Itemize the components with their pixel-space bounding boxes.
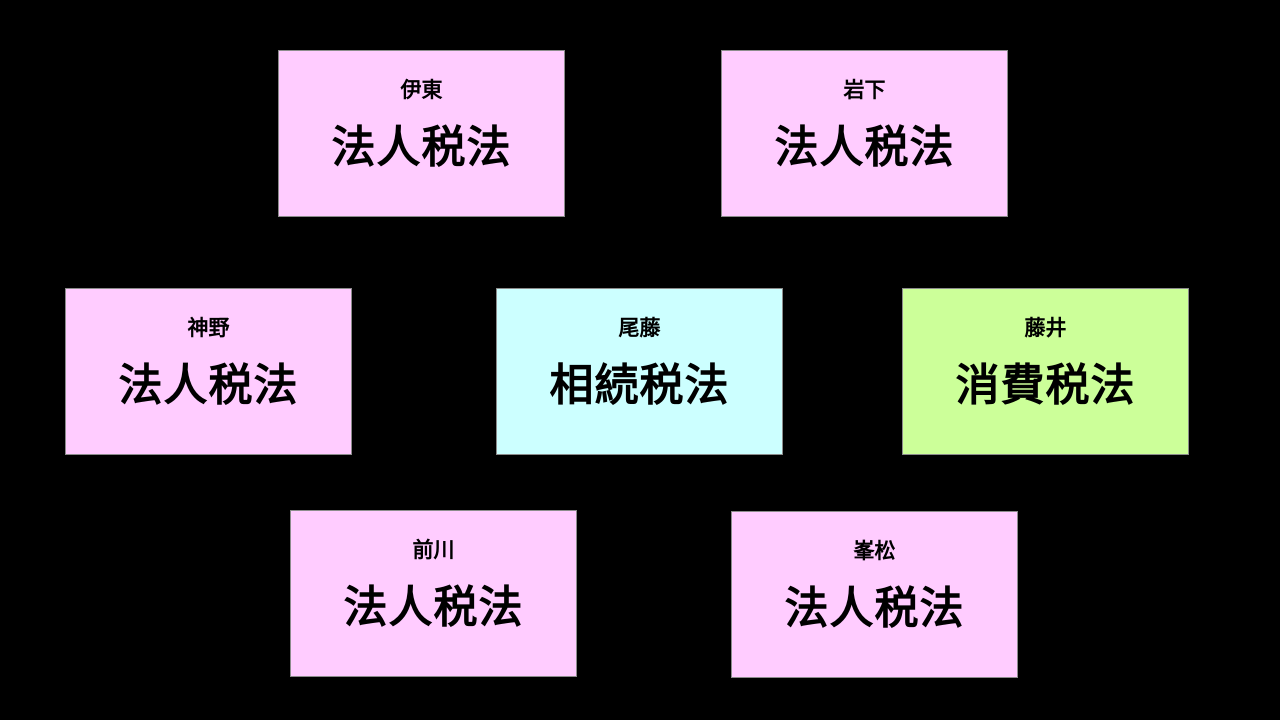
card-name: 峯松 <box>853 539 896 563</box>
card-subject: 法人税法 <box>774 122 955 173</box>
card-subject: 法人税法 <box>118 360 299 411</box>
card-name: 岩下 <box>843 78 886 102</box>
card-name: 尾藤 <box>618 316 661 340</box>
card-subject: 消費税法 <box>955 360 1136 411</box>
card-subject: 法人税法 <box>784 583 965 634</box>
card-jinno: 神野 法人税法 <box>65 288 352 455</box>
card-name: 前川 <box>412 538 455 562</box>
card-subject: 相続税法 <box>549 360 730 411</box>
card-name: 藤井 <box>1024 316 1067 340</box>
card-bito: 尾藤 相続税法 <box>496 288 783 455</box>
card-name: 伊東 <box>400 78 443 102</box>
card-fujii: 藤井 消費税法 <box>902 288 1189 455</box>
card-subject: 法人税法 <box>331 122 512 173</box>
card-name: 神野 <box>187 316 230 340</box>
card-minematsu: 峯松 法人税法 <box>731 511 1018 678</box>
card-subject: 法人税法 <box>343 582 524 633</box>
card-ito: 伊東 法人税法 <box>278 50 565 217</box>
card-maekawa: 前川 法人税法 <box>290 510 577 677</box>
card-iwashita: 岩下 法人税法 <box>721 50 1008 217</box>
